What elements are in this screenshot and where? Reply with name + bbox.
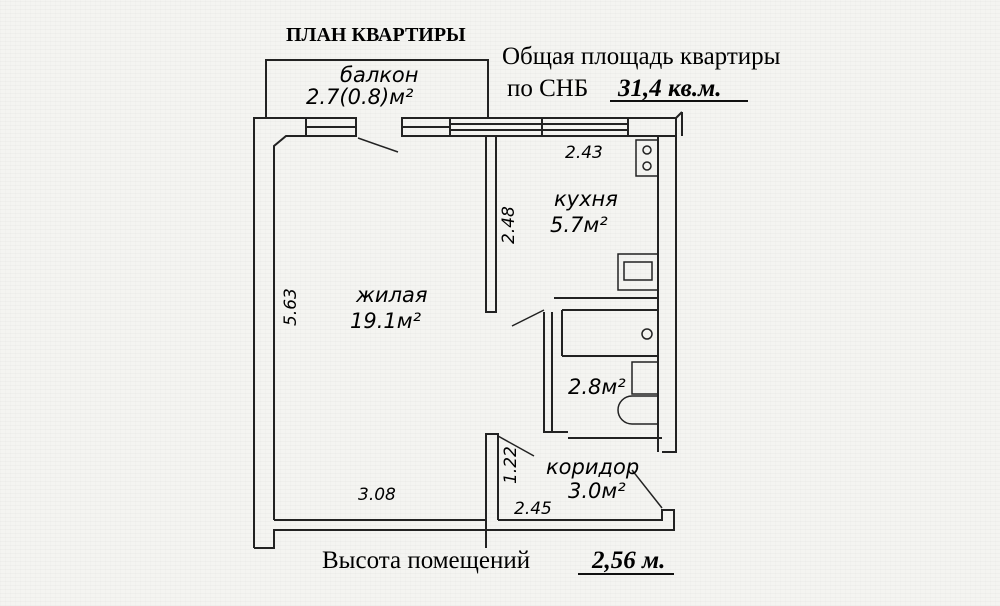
living-width-dim: 3.08 xyxy=(358,485,396,505)
balcony-outline xyxy=(265,59,489,118)
ceiling-height-label: Высота помещений xyxy=(322,547,530,574)
walls xyxy=(253,111,683,549)
total-area-prefix: по СНБ xyxy=(507,75,588,102)
kitchen-name: кухня xyxy=(554,187,618,211)
living-area: 19.1м² xyxy=(350,309,422,333)
plan-title: ПЛАН КВАРТИРЫ xyxy=(286,24,466,46)
bathroom-area: 2.8м² xyxy=(568,375,626,399)
washbasin-icon xyxy=(641,328,653,340)
total-area-value: 31,4 кв.м. xyxy=(617,75,721,102)
bathroom-fixtures xyxy=(617,328,659,425)
corridor-area: 3.0м² xyxy=(568,479,626,503)
door-swings xyxy=(357,137,663,509)
balcony-area: 2.7(0.8)м² xyxy=(306,85,414,109)
corridor-width-dim: 2.45 xyxy=(514,499,552,519)
toilet-icon xyxy=(617,395,658,425)
kitchen-sink-icon xyxy=(617,253,659,291)
living-depth-dim: 5.63 xyxy=(281,288,301,326)
kitchen-area: 5.7м² xyxy=(550,213,608,237)
balcony-name: балкон xyxy=(340,63,419,87)
stove-icon xyxy=(635,139,659,177)
ceiling-height-value: 2,56 м. xyxy=(591,547,665,574)
kitchen-width-dim: 2.43 xyxy=(565,143,603,163)
corridor-name: коридор xyxy=(546,455,639,479)
total-area-label: Общая площадь квартиры xyxy=(502,43,781,70)
kitchen-depth-dim: 2.48 xyxy=(499,206,519,244)
bathtub-icon xyxy=(631,361,659,395)
corridor-depth-dim: 1.22 xyxy=(501,446,521,484)
living-name: жилая xyxy=(355,283,428,307)
kitchen-fixtures xyxy=(617,139,659,291)
